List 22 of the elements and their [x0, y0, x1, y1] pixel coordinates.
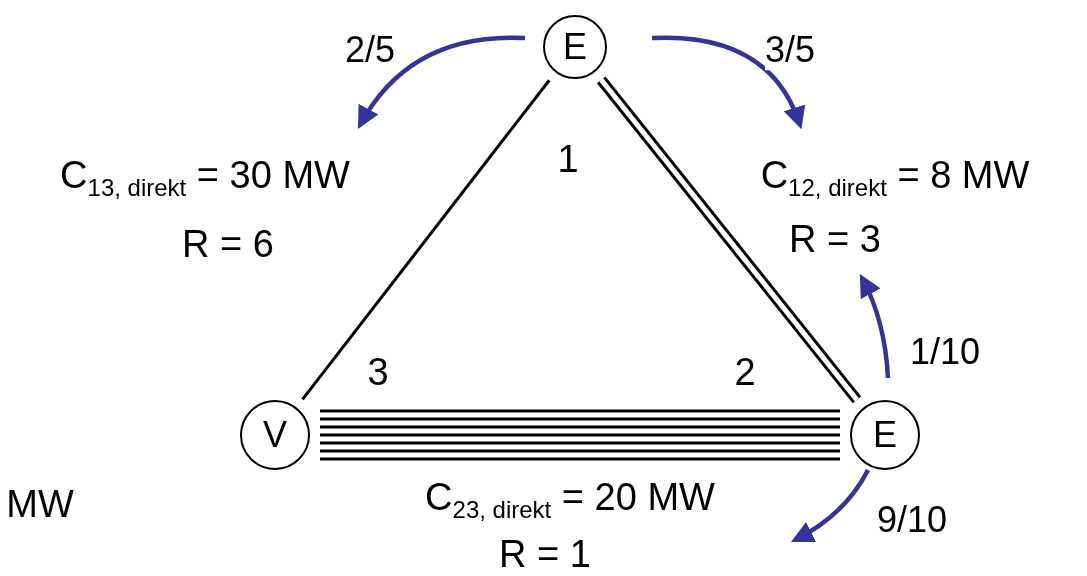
diagram-label: C$_{12, direkt}$ = 8 MW [760, 154, 1030, 202]
node-label: E [563, 29, 587, 65]
diagram-label: MW [6, 484, 74, 526]
transmission-line [320, 409, 840, 461]
transmission-line [301, 79, 551, 401]
flow-arrow [651, 35, 805, 130]
transmission-line [596, 76, 862, 404]
node-circle [543, 15, 607, 79]
diagram-label: 2 [734, 352, 756, 394]
node-label: V [263, 417, 287, 453]
diagram-label: R = 1 [499, 534, 591, 576]
flow-arrow [791, 468, 870, 543]
flow-arrow [859, 274, 891, 379]
node-label: E [873, 417, 897, 453]
flow-arrow [357, 35, 526, 129]
diagram-label: 1 [557, 139, 579, 181]
diagram-label: 3 [367, 352, 389, 394]
node-circle [850, 400, 920, 470]
diagram-label: C$_{23, direkt}$ = 20 MW [425, 476, 715, 524]
diagram-label: C$_{13, direkt}$ = 30 MW [60, 154, 350, 202]
diagram-label: R = 3 [789, 219, 881, 261]
diagram-label: R = 6 [182, 224, 274, 266]
